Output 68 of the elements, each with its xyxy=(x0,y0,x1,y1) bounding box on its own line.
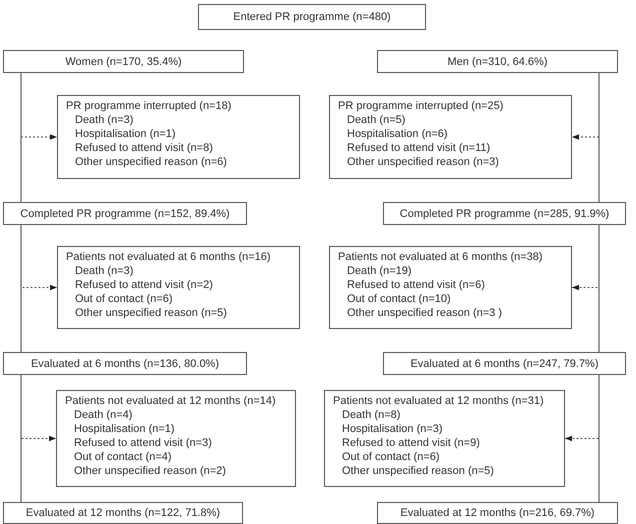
exclusion-box xyxy=(57,246,300,329)
exclusion-box xyxy=(57,95,300,179)
box-heading: Completed PR programme (n=152, 89.4%) xyxy=(20,206,230,220)
reason-text: Other unspecified reason (n=6) xyxy=(74,155,228,169)
box-heading: Evaluated at 12 months (n=216, 69.7%) xyxy=(400,506,595,520)
exclusion-box xyxy=(324,390,565,487)
exclusion-box xyxy=(329,95,572,179)
reason-text: Other unspecified reason (n=3 ) xyxy=(346,306,504,320)
reason-text: Out of contact (n=6) xyxy=(341,450,441,464)
box-heading: Patients not evaluated at 12 months (n=31) xyxy=(333,394,545,408)
exclusion-box xyxy=(56,390,296,487)
reason-text: Death (n=8) xyxy=(341,408,402,422)
dotted-arrow xyxy=(20,374,56,442)
reason-text: Other unspecified reason (n=3) xyxy=(346,155,500,169)
reason-text: Refused to attend visit (n=8) xyxy=(74,141,214,155)
box-heading: Evaluated at 6 months (n=247, 79.7%) xyxy=(410,356,599,370)
reason-text: Hospitalisation (n=6) xyxy=(346,127,449,141)
reason-text: Out of contact (n=10) xyxy=(346,292,452,306)
reason-text: Out of contact (n=6) xyxy=(74,292,174,306)
dotted-arrow xyxy=(20,224,58,290)
reason-text: Death (n=3) xyxy=(74,264,134,278)
reason-text: Death (n=4) xyxy=(73,408,134,422)
process-box xyxy=(198,4,426,30)
reason-text: Refused to attend visit (n=11) xyxy=(346,141,492,155)
reason-text: Refused to attend visit (n=9) xyxy=(341,436,481,450)
dotted-arrow xyxy=(572,224,600,290)
box-heading: Patients not evaluated at 6 months (n=38) xyxy=(338,250,544,264)
reason-text: Death (n=19) xyxy=(346,264,413,278)
connector-line xyxy=(598,374,600,502)
reason-text: Refused to attend visit (n=2) xyxy=(74,278,214,292)
box-heading: Patients not evaluated at 6 months (n=16) xyxy=(66,250,272,264)
dotted-arrow xyxy=(572,72,600,140)
connector-line xyxy=(20,374,22,502)
box-heading: Women (n=170, 35.4%) xyxy=(65,54,182,68)
box-heading: Entered PR programme (n=480) xyxy=(233,10,391,24)
reason-text: Out of contact (n=4) xyxy=(73,450,173,464)
box-heading: Men (n=310, 64.6%) xyxy=(448,54,548,68)
box-heading: PR programme interrupted (n=25) xyxy=(338,99,504,113)
process-box xyxy=(383,202,626,225)
dotted-arrow xyxy=(20,72,58,140)
exclusion-box xyxy=(329,246,572,329)
box-heading: Evaluated at 6 months (n=136, 80.0%) xyxy=(30,356,220,370)
connector-line xyxy=(598,72,600,202)
reason-text: Hospitalisation (n=3) xyxy=(341,422,444,436)
reason-text: Death (n=5) xyxy=(346,113,406,127)
box-heading: Completed PR programme (n=285, 91.9%) xyxy=(400,206,610,220)
connector-line xyxy=(598,224,600,352)
connector-line xyxy=(20,224,22,352)
box-heading: PR programme interrupted (n=18) xyxy=(66,99,232,113)
reason-text: Death (n=3) xyxy=(74,113,134,127)
reason-text: Other unspecified reason (n=2) xyxy=(73,464,227,478)
process-box xyxy=(383,352,626,375)
reason-text: Refused to attend visit (n=3) xyxy=(73,436,213,450)
reason-text: Other unspecified reason (n=5) xyxy=(74,306,228,320)
box-heading: Patients not evaluated at 12 months (n=14) xyxy=(65,394,277,408)
process-box xyxy=(377,502,618,524)
process-box xyxy=(3,352,247,375)
process-box xyxy=(3,502,243,524)
process-box xyxy=(3,50,244,73)
box-heading: Evaluated at 12 months (n=122, 71.8%) xyxy=(26,506,220,520)
reason-text: Other unspecified reason (n=5) xyxy=(341,464,495,478)
reason-text: Hospitalisation (n=1) xyxy=(73,422,176,436)
connector-line xyxy=(20,72,22,202)
process-box xyxy=(377,50,618,73)
process-box xyxy=(3,202,247,225)
reason-text: Refused to attend visit (n=6) xyxy=(346,278,486,292)
dotted-arrow xyxy=(564,374,600,442)
reason-text: Hospitalisation (n=1) xyxy=(74,127,177,141)
